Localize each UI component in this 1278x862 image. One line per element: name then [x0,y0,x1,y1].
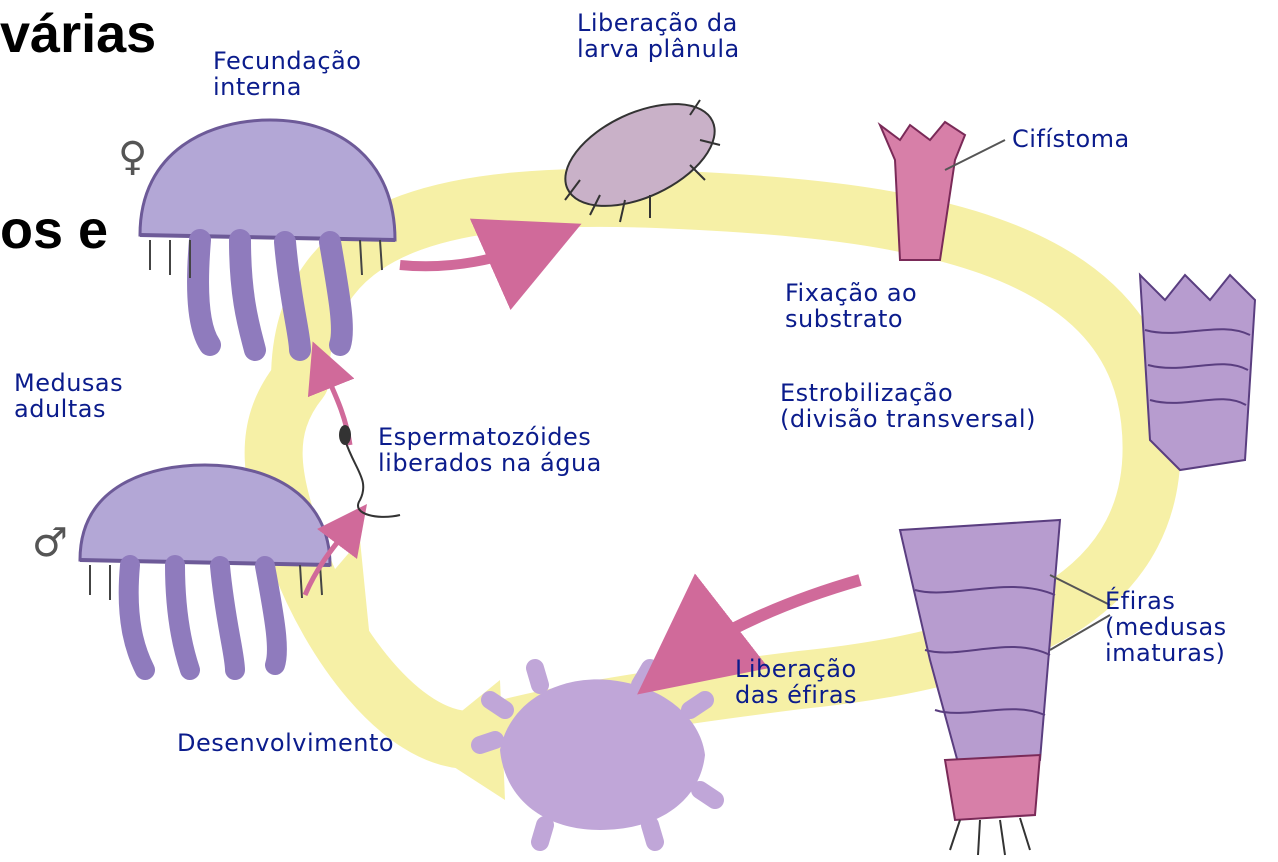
slide-text-line2: os e [0,200,108,260]
label-liberacao-efiras: Liberação das éfiras [735,656,857,708]
sperm-head [339,425,351,445]
label-medusas-adultas: Medusas adultas [14,370,123,422]
label-efiras: Éfiras (medusas imaturas) [1105,588,1227,666]
label-estrobilizacao: Estrobilização (divisão transversal) [780,380,1036,432]
label-liberacao-larva: Liberação da larva plânula [577,10,740,62]
label-fixacao-substrato: Fixação ao substrato [785,280,917,332]
label-desenvolvimento: Desenvolvimento [177,730,394,756]
strobila [1140,275,1255,470]
male-symbol-icon: ♂ [32,520,68,566]
female-medusa [140,120,395,350]
slide-text-line1: várias [0,4,156,64]
label-espermatozoides: Espermatozóides liberados na água [378,424,602,476]
female-symbol-icon: ♀ [118,134,147,180]
label-fecundacao-interna: Fecundação interna [213,48,361,100]
label-cifistoma: Cifístoma [1012,126,1130,152]
